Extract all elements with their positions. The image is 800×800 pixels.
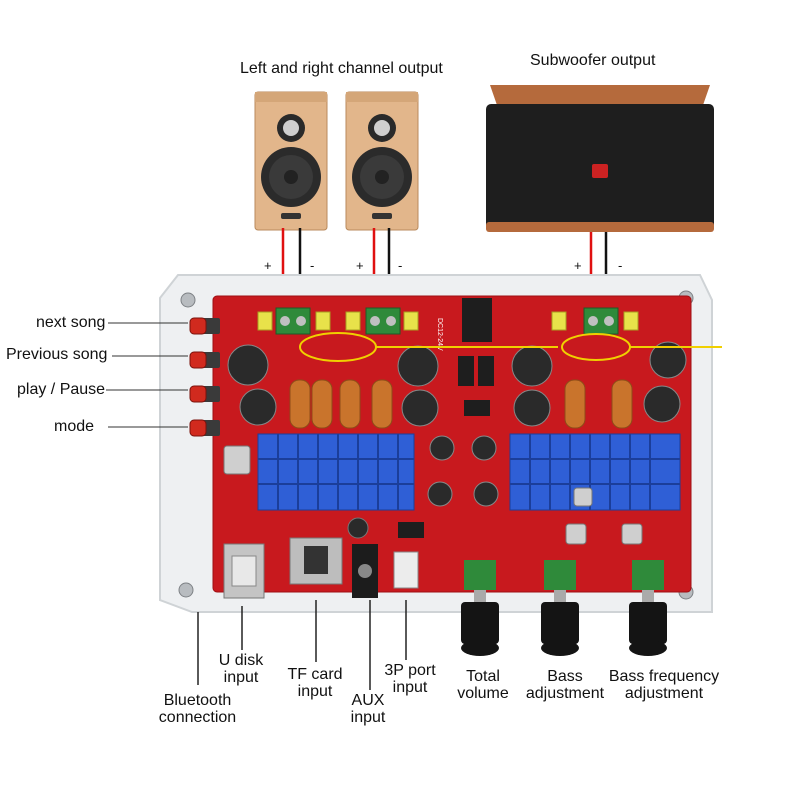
- left-minus: -: [310, 258, 314, 273]
- knob-bass-frequency: [629, 560, 667, 656]
- right-minus: -: [398, 258, 402, 273]
- mode-label: mode: [54, 418, 95, 435]
- play-pause-button: [189, 385, 207, 403]
- usb-port: [223, 543, 265, 599]
- play-pause-label: play / Pause: [17, 381, 106, 398]
- previous-song-label: Previous song: [6, 346, 108, 363]
- mode-button: [189, 419, 207, 437]
- sub-plus: +: [574, 258, 582, 273]
- subwoofer-output-label: Subwoofer output: [530, 52, 656, 69]
- power-mark: DC12-24V: [436, 318, 443, 351]
- terminal-left-channel: [275, 307, 311, 335]
- heatsink-right: [509, 433, 681, 511]
- left-plus: +: [264, 258, 272, 273]
- tf-card-slot: [289, 537, 343, 585]
- sub-minus: -: [618, 258, 622, 273]
- right-speaker: [345, 91, 419, 231]
- next-song-button: [189, 317, 207, 335]
- left-leader-lines: [106, 322, 188, 428]
- 3p-port: [393, 551, 419, 589]
- subwoofer-speaker: [486, 85, 714, 232]
- previous-song-button: [189, 351, 207, 369]
- knob-bass: [541, 560, 579, 656]
- terminal-subwoofer: [583, 307, 619, 335]
- highlight-markers: [299, 332, 722, 362]
- knob-total-volume: [461, 560, 499, 656]
- terminal-right-channel: [365, 307, 401, 335]
- dc-power-jack: DC12-24V: [436, 298, 492, 351]
- left-right-output-label: Left and right channel output: [240, 60, 443, 77]
- left-speaker: [254, 91, 328, 231]
- next-song-label: next song: [36, 314, 106, 331]
- bottom-leader-lines: [197, 600, 407, 690]
- heatsink-left: [257, 433, 415, 511]
- right-plus: +: [356, 258, 364, 273]
- aux-jack: [352, 544, 378, 598]
- pcb-board: DC12-24V: [202, 295, 692, 593]
